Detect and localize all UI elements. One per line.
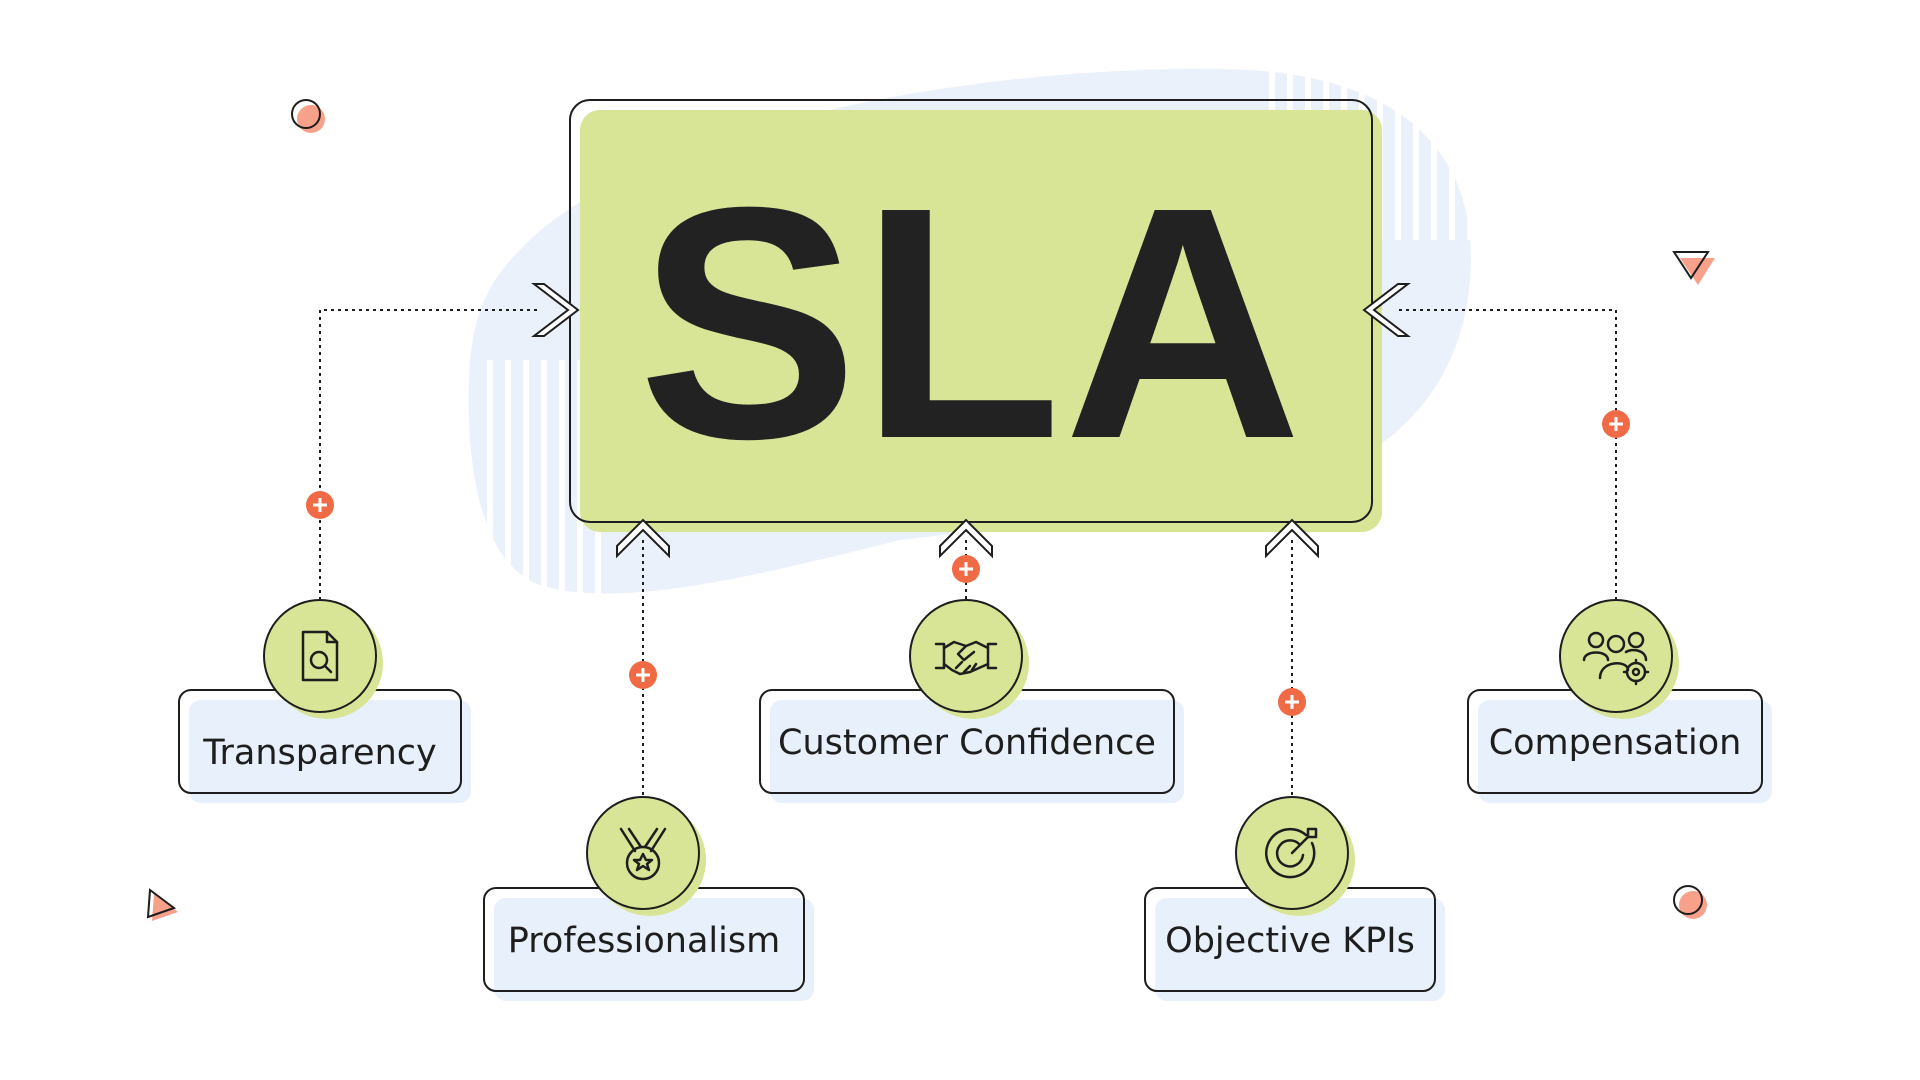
arrows: [531, 283, 1411, 559]
connector-transparency: [319, 309, 540, 600]
arrow-right: [1362, 283, 1411, 337]
node-label-objective-kpis: Objective KPIs: [1165, 921, 1415, 961]
arrow-up-objective-kpis: [1265, 518, 1319, 559]
sla-title-box: SLA: [569, 99, 1382, 532]
node-customer-confidence: Customer Confidence: [759, 599, 1184, 803]
node-transparency: Transparency: [178, 599, 471, 803]
decor-triangle-right: [1672, 251, 1715, 285]
plus-icon: [1278, 688, 1306, 716]
plus-markers: [306, 410, 1630, 716]
node-label-compensation: Compensation: [1489, 723, 1742, 763]
node-label-transparency: Transparency: [202, 733, 436, 773]
node-label-customer-confidence: Customer Confidence: [778, 723, 1156, 763]
sla-title: SLA: [638, 138, 1304, 507]
arrow-left: [531, 283, 580, 337]
plus-icon: [952, 555, 980, 583]
plus-icon: [1602, 410, 1630, 438]
node-label-professionalism: Professionalism: [508, 921, 780, 961]
medal-icon: [619, 827, 667, 881]
plus-icon: [306, 491, 334, 519]
node-compensation: Compensation: [1467, 599, 1772, 803]
decor-circle-top-left: [291, 99, 325, 133]
arrow-up-customer-confidence: [939, 518, 993, 559]
handshake-icon: [934, 640, 998, 676]
plus-icon: [629, 661, 657, 689]
document-search-icon: [301, 630, 339, 682]
team-settings-icon: [1582, 631, 1650, 686]
target-icon: [1265, 827, 1318, 879]
decor-circle-bottom-right: [1673, 885, 1707, 919]
connector-compensation: [1395, 309, 1617, 600]
node-objective-kpis: Objective KPIs: [1144, 796, 1445, 1001]
arrow-up-professionalism: [616, 518, 670, 559]
node-professionalism: Professionalism: [483, 796, 814, 1001]
decor-triangle-left: [146, 888, 178, 921]
